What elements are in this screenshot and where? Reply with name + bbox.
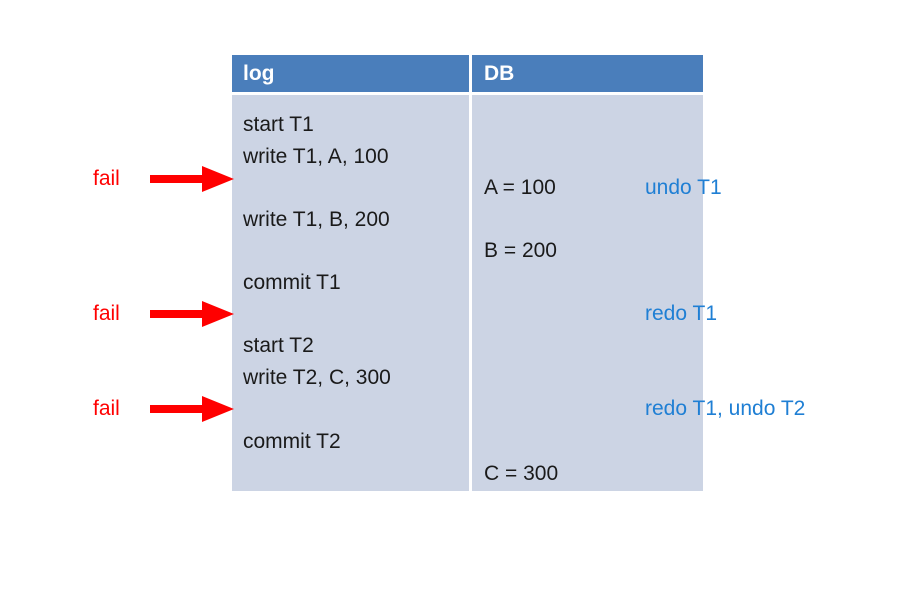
db-value: B = 200	[484, 239, 557, 262]
table-header-row: log DB	[232, 55, 703, 92]
log-entry: start T1	[243, 113, 314, 136]
log-entry: start T2	[243, 334, 314, 357]
recovery-annotation-redo-t1-undo-t2: redo T1, undo T2	[645, 397, 806, 420]
db-value: A = 100	[484, 176, 556, 199]
log-db-table: log DB start T1 write T1, A, 100 write T…	[232, 55, 703, 491]
column-header-db: DB	[472, 55, 703, 92]
log-entry: commit T1	[243, 271, 341, 294]
log-entry: write T1, A, 100	[243, 145, 389, 168]
column-header-log: log	[232, 55, 469, 92]
fail-label: fail	[93, 302, 120, 325]
fail-marker: fail	[0, 392, 234, 426]
fail-label: fail	[93, 167, 120, 190]
log-column-cell: start T1 write T1, A, 100 write T1, B, 2…	[232, 95, 469, 491]
arrow-right-icon	[150, 396, 234, 422]
arrow-right-icon	[150, 166, 234, 192]
recovery-annotation-redo-t1: redo T1	[645, 302, 717, 325]
db-column-cell: A = 100 B = 200 C = 300	[472, 95, 703, 491]
fail-marker: fail	[0, 162, 234, 196]
arrow-right-icon	[150, 301, 234, 327]
log-entry: commit T2	[243, 430, 341, 453]
db-value: C = 300	[484, 462, 559, 485]
fail-label: fail	[93, 397, 120, 420]
log-entry: write T2, C, 300	[243, 366, 391, 389]
recovery-annotation-undo-t1: undo T1	[645, 176, 722, 199]
log-entry: write T1, B, 200	[243, 208, 390, 231]
table-body-row: start T1 write T1, A, 100 write T1, B, 2…	[232, 95, 703, 491]
fail-marker: fail	[0, 297, 234, 331]
